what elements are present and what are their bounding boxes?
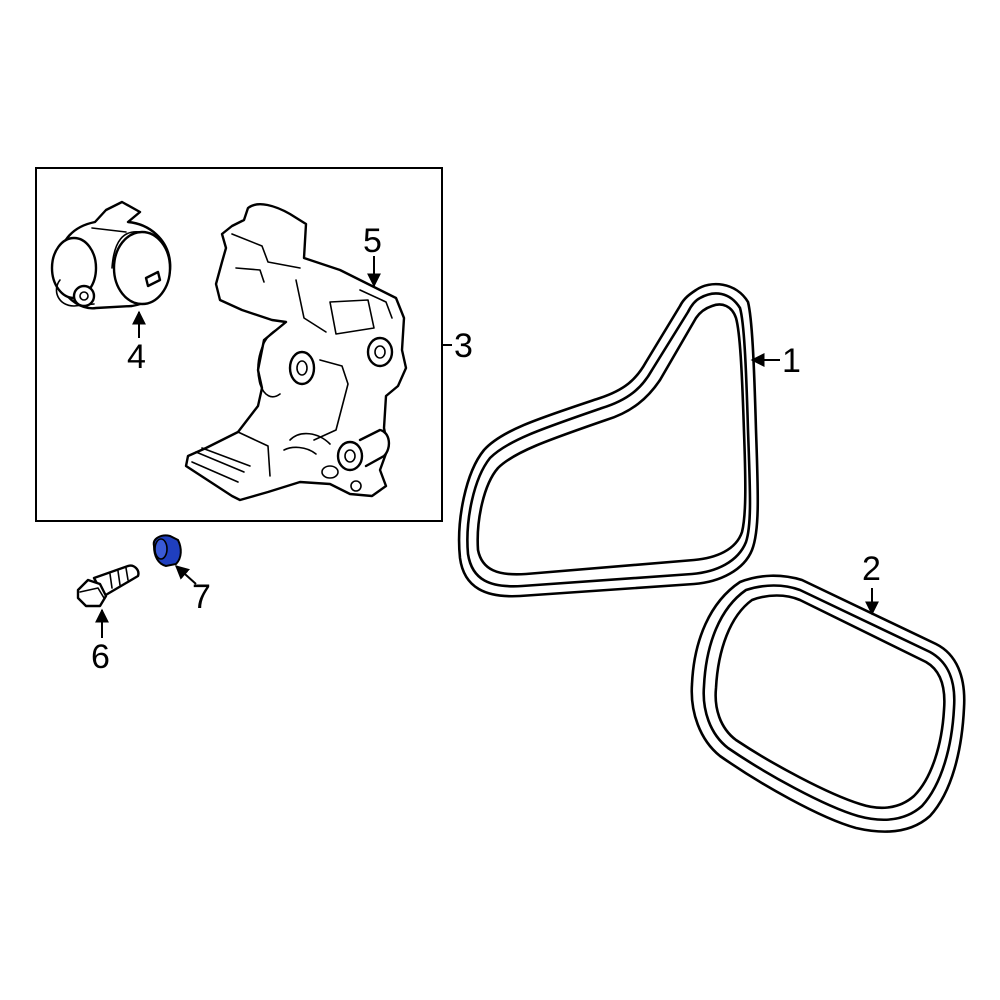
callout-1-label[interactable]: 1 bbox=[782, 342, 801, 380]
tensioner-bracket-part-5[interactable] bbox=[184, 203, 408, 502]
callout-7-leader bbox=[174, 565, 197, 585]
callout-7-label[interactable]: 7 bbox=[192, 578, 211, 616]
callout-6-label[interactable]: 6 bbox=[91, 638, 110, 676]
drive-belt-part-1[interactable] bbox=[457, 282, 760, 598]
callout-3-label[interactable]: 3 bbox=[454, 327, 473, 365]
sleeve-part-7[interactable] bbox=[152, 534, 182, 568]
callout-5-label[interactable]: 5 bbox=[363, 222, 382, 260]
callout-4-label[interactable]: 4 bbox=[127, 338, 146, 376]
bolt-part-6[interactable] bbox=[76, 564, 140, 608]
tensioner-pulley-part-4[interactable] bbox=[50, 200, 172, 310]
drive-belt-part-2[interactable] bbox=[690, 574, 966, 833]
callout-2-label[interactable]: 2 bbox=[862, 550, 881, 588]
